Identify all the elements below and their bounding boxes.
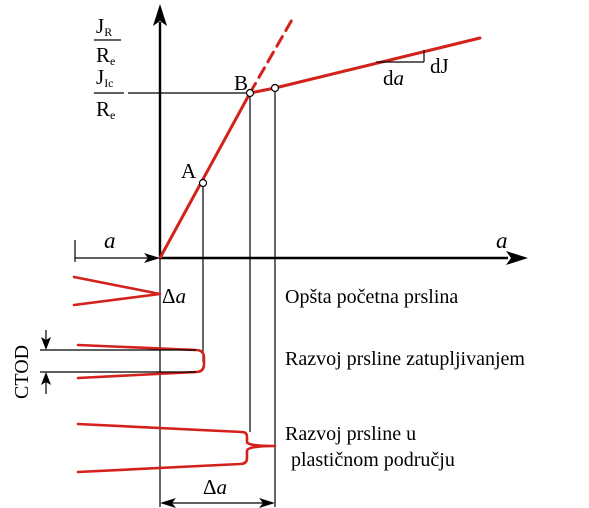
slope-da-label: da	[383, 66, 404, 90]
plastic-crack-label-line1: Razvoj prsline u	[285, 423, 416, 445]
x-axis-arrowhead	[506, 251, 528, 265]
initial-crack-delta-label: Δa	[162, 284, 186, 308]
point-c-marker	[270, 83, 280, 93]
initial-crack-shape	[72, 275, 162, 307]
blunting-line	[158, 91, 252, 260]
bottom-dim-arrow-right	[259, 498, 275, 508]
r-curve-transition	[248, 86, 277, 95]
blunting-line-extension	[248, 16, 295, 95]
blunted-crack-shape	[76, 343, 206, 380]
svg-text:Re: Re	[96, 43, 115, 68]
crack-length-label: a	[104, 228, 116, 253]
x-axis-label: a	[496, 228, 508, 253]
ctod-arrow-top	[41, 337, 51, 350]
plastic-crack-label-line2: plastičnom području	[291, 449, 455, 471]
svg-text:JIc: JIc	[96, 65, 114, 90]
ctod-arrow-bottom	[41, 372, 51, 385]
bottom-dim-arrow-left	[160, 498, 176, 508]
point-a-marker	[198, 178, 208, 188]
point-a-label: A	[181, 159, 197, 183]
point-b-label: B	[234, 71, 248, 95]
y-axis-arrowhead	[153, 4, 167, 26]
bottom-delta-label: Δa	[203, 475, 227, 499]
plastic-crack-shape	[76, 422, 277, 474]
svg-text:Re: Re	[96, 97, 115, 122]
ctod-label: CTOD	[11, 345, 33, 399]
slope-dj-label: dJ	[430, 54, 449, 78]
point-b-marker	[245, 88, 255, 98]
initial-crack-label: Opšta početna prslina	[285, 286, 458, 308]
blunted-crack-label: Razvoj prsline zatupljivanjem	[285, 348, 525, 370]
svg-text:JR: JR	[96, 14, 112, 39]
y-axis-label-jic: JIc Re	[94, 65, 124, 122]
crack-length-dim-arrow	[144, 253, 160, 263]
r-curve	[273, 36, 482, 90]
y-axis-label-top: JR Re	[94, 14, 121, 68]
